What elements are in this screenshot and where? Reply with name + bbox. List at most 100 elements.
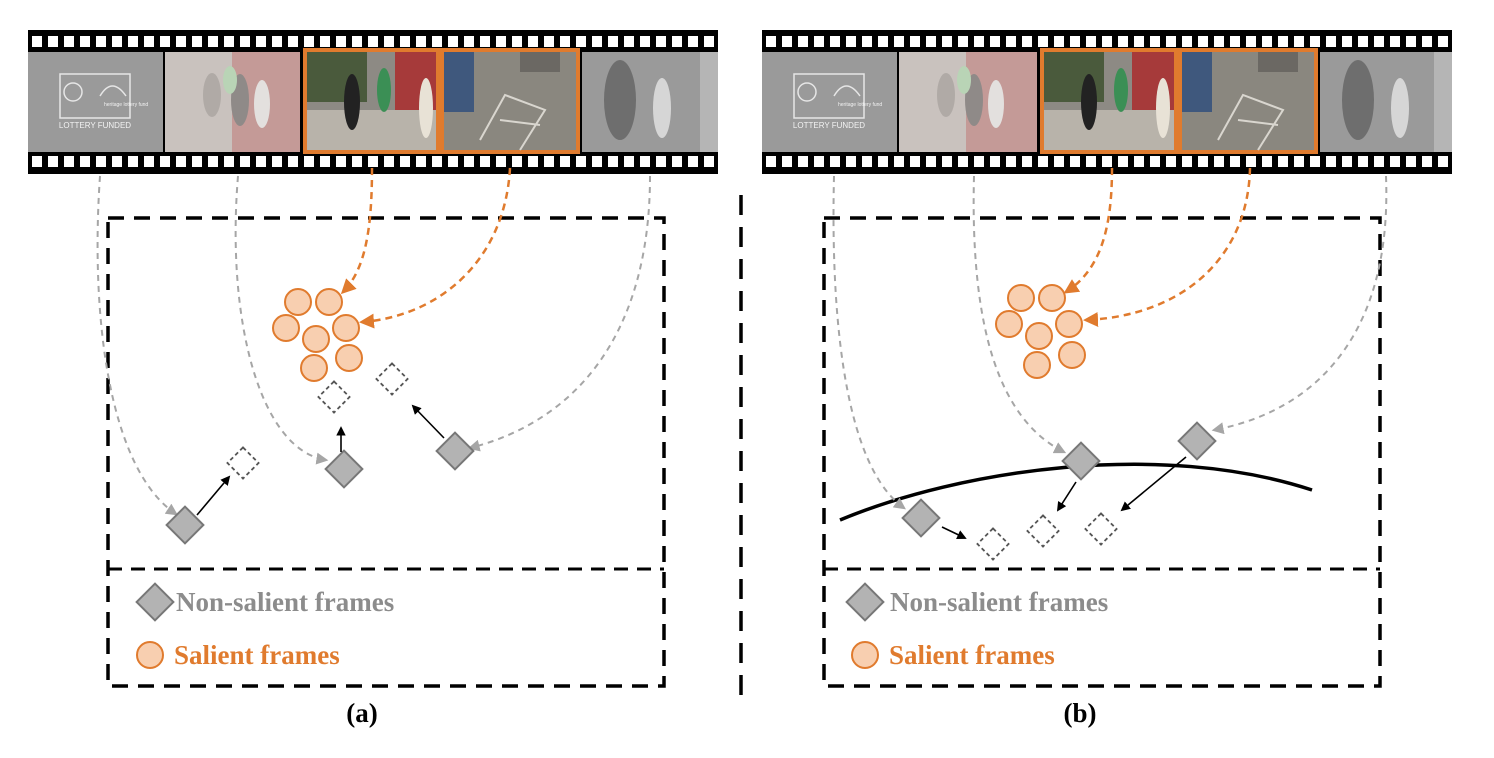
film-perforation (1358, 36, 1368, 47)
film-perforation (240, 36, 250, 47)
salient-frame-marker (335, 344, 363, 372)
film-perforation (608, 36, 618, 47)
push-arrow (1120, 456, 1187, 512)
film-perforation (432, 156, 442, 167)
film-perforation (336, 36, 346, 47)
moved-frame-marker (976, 527, 1010, 561)
film-perforation (926, 36, 936, 47)
film-perforation (1022, 156, 1032, 167)
film-perforation (990, 156, 1000, 167)
logo-brand-text: heritage lottery fund (838, 102, 882, 108)
film-perforations-top (32, 36, 714, 47)
salient-frame-marker (284, 288, 312, 316)
push-arrow (1056, 481, 1077, 512)
film-perforation (830, 36, 840, 47)
film-perforation (1278, 36, 1288, 47)
film-perforation (1182, 156, 1192, 167)
film-perforation (592, 156, 602, 167)
legend: Non-salient frames Salient frames (135, 582, 394, 670)
film-perforation (782, 156, 792, 167)
film-perforation (846, 156, 856, 167)
logo-brand-text: heritage lottery fund (104, 102, 148, 108)
film-perforation (1246, 36, 1256, 47)
film-perforation (1150, 36, 1160, 47)
film-perforation (64, 36, 74, 47)
film-perforation (1134, 156, 1144, 167)
embedding-space-box (822, 216, 1382, 688)
film-perforation (32, 156, 42, 167)
legend-diamond-icon (845, 582, 885, 622)
film-perforation (256, 36, 266, 47)
film-perforation (1342, 36, 1352, 47)
moved-frame-marker (226, 446, 260, 480)
film-perforation (1422, 156, 1432, 167)
film-perforation (544, 36, 554, 47)
film-perforation (384, 156, 394, 167)
film-perforation (1342, 156, 1352, 167)
film-perforation (1182, 36, 1192, 47)
film-perforation (910, 156, 920, 167)
film-perforation (1374, 36, 1384, 47)
film-frame-street (303, 48, 440, 154)
film-perforation (958, 156, 968, 167)
film-frame-hopscotch (1178, 48, 1318, 154)
salient-cluster (272, 288, 363, 382)
film-perforation (560, 156, 570, 167)
mapping-arrow-nonsalient-2 (234, 175, 329, 465)
film-perforation (814, 156, 824, 167)
film-perforation (1326, 156, 1336, 167)
legend-salient-label: Salient frames (889, 640, 1055, 670)
lottery-logo (59, 73, 131, 119)
salient-frame-marker (332, 314, 360, 342)
film-perforation (1214, 156, 1224, 167)
film-perforation (688, 36, 698, 47)
film-perforation (464, 36, 474, 47)
film-perforation (1150, 156, 1160, 167)
film-perforation (894, 156, 904, 167)
film-perforation (48, 36, 58, 47)
film-perforation (1102, 36, 1112, 47)
film-perforation (448, 156, 458, 167)
logo-caption: LOTTERY FUNDED (59, 121, 131, 130)
film-perforation (1230, 36, 1240, 47)
film-perforation (448, 36, 458, 47)
film-perforation (256, 156, 266, 167)
film-perforation (1214, 36, 1224, 47)
film-perforation (464, 156, 474, 167)
film-perforation (878, 36, 888, 47)
film-perforation (80, 156, 90, 167)
film-perforation (1406, 36, 1416, 47)
film-perforation (862, 36, 872, 47)
film-perforation (400, 36, 410, 47)
film-perforation (1198, 156, 1208, 167)
film-perforation (1294, 36, 1304, 47)
salient-frame-marker (1025, 322, 1053, 350)
film-frame-hopscotch (440, 48, 580, 154)
film-perforation (496, 156, 506, 167)
film-perforation (304, 36, 314, 47)
film-perforation (1070, 156, 1080, 167)
film-perforation (1438, 156, 1448, 167)
film-perforation (862, 156, 872, 167)
film-perforation (656, 36, 666, 47)
mapping-arrow-salient-2 (1083, 167, 1252, 327)
lottery-logo (793, 73, 865, 119)
film-perforation (1134, 36, 1144, 47)
film-perforation (942, 156, 952, 167)
film-perforation (1102, 156, 1112, 167)
film-perforation (304, 156, 314, 167)
non-salient-frame-marker (165, 505, 205, 545)
film-perforation (1166, 36, 1176, 47)
salient-frame-marker (1058, 341, 1086, 369)
film-perforations-top (766, 36, 1448, 47)
film-perforation (1438, 36, 1448, 47)
film-perforation (798, 156, 808, 167)
film-perforation (480, 36, 490, 47)
film-perforation (336, 156, 346, 167)
film-perforation (96, 156, 106, 167)
film-perforation (1246, 156, 1256, 167)
film-perforation (1054, 36, 1064, 47)
film-perforation (288, 36, 298, 47)
film-perforation (560, 36, 570, 47)
film-perforation (1118, 36, 1128, 47)
